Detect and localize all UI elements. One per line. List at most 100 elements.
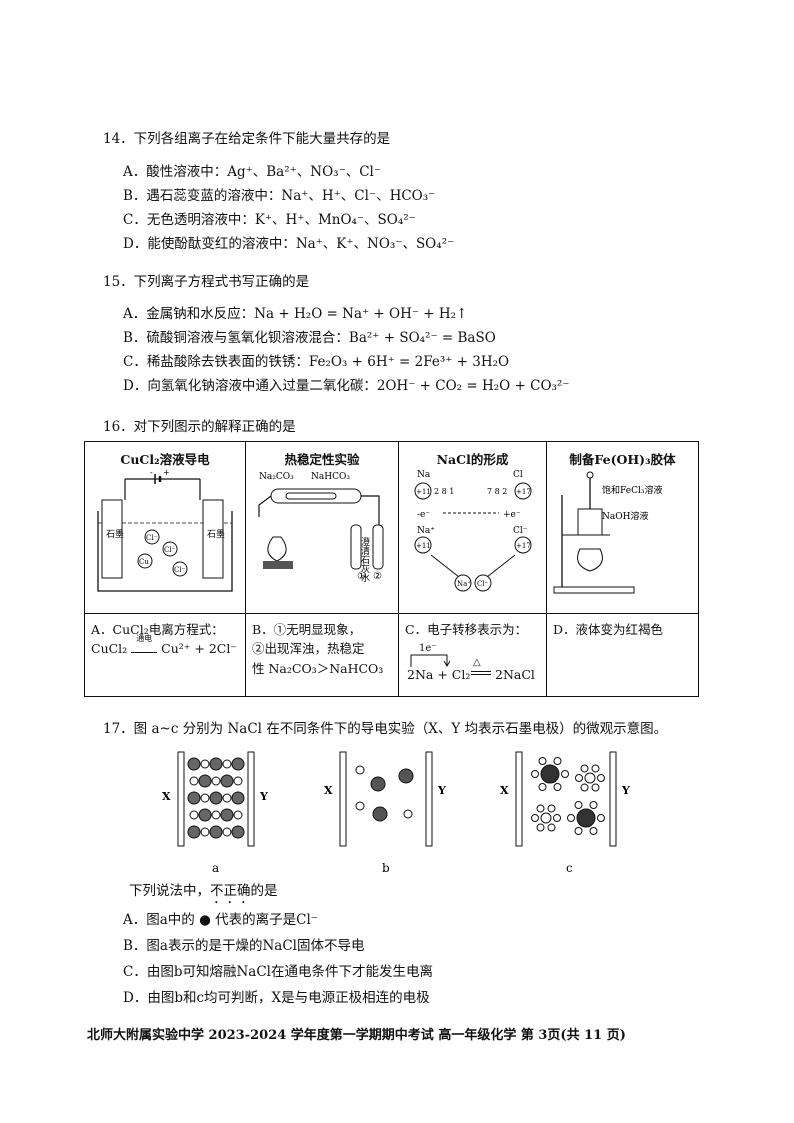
caption-a-rhs: Cu²⁺ + 2Cl⁻ bbox=[161, 641, 237, 657]
na-ion bbox=[189, 776, 199, 786]
cell-d-caption: D．液体变为红褐色 bbox=[546, 613, 699, 697]
caption-b-line3: 性 Na₂CO₃＞NaHCO₃ bbox=[252, 660, 384, 676]
fig-c-label: c bbox=[566, 861, 573, 875]
caption-a-line1: A．CuCl₂电离方程式： bbox=[91, 622, 224, 637]
header-b: 热稳定性实验 bbox=[284, 452, 360, 467]
cl-ion bbox=[187, 791, 201, 805]
hydrated-ion bbox=[576, 808, 596, 828]
caption-b-line2: ②出现浑浊，热稳定 bbox=[252, 641, 365, 657]
water-molecule bbox=[536, 823, 545, 832]
graphite-right-label: 石墨 bbox=[207, 529, 225, 540]
svg-text:2 8 1: 2 8 1 bbox=[434, 487, 454, 496]
svg-text:Na⁺: Na⁺ bbox=[457, 580, 471, 588]
cl-ion bbox=[187, 757, 201, 771]
cell-a-caption: A．CuCl₂电离方程式： CuCl₂ 通电 Cu²⁺ + 2Cl⁻ bbox=[84, 613, 246, 697]
fig-a-y-label: Y bbox=[259, 790, 268, 803]
cl-ion bbox=[198, 808, 212, 822]
na-ion bbox=[200, 793, 210, 803]
cell-a-figure: CuCl₂溶液导电 -+ 石墨 石墨 Cl⁻ Cl⁻ Cu Cl⁻ bbox=[84, 441, 246, 614]
q17-figures: X Y a X Y b X Y c bbox=[162, 751, 630, 875]
hydrated-ion bbox=[540, 764, 560, 784]
water-molecule bbox=[574, 801, 583, 810]
cell-c-caption: C．电子转移表示为： 1e⁻ 2Na + Cl₂ △ 2NaCl bbox=[398, 613, 547, 697]
caption-c-lhs: 2Na + Cl₂ bbox=[407, 667, 471, 683]
q15-option-b: B．硫酸铜溶液与氢氧化钡溶液混合：Ba²⁺ + SO₄²⁻ = BaSO bbox=[123, 330, 496, 346]
q15-option-c: C．稀盐酸除去铁表面的铁锈：Fe₂O₃ + 6H⁺ = 2Fe³⁺ + 3H₂O bbox=[123, 354, 510, 370]
header-a: CuCl₂溶液导电 bbox=[120, 452, 210, 467]
q14-option-d: D．能使酚酞变红的溶液中：Na⁺、K⁺、NO₃⁻、SO₄²⁻ bbox=[123, 236, 455, 252]
cl-atom-label: Cl bbox=[513, 470, 523, 480]
fig-b-y-label: Y bbox=[437, 784, 446, 797]
water-molecule bbox=[536, 804, 545, 813]
na-ion bbox=[222, 759, 232, 769]
cl-ion-label: Cl⁻ bbox=[513, 526, 528, 536]
water-molecule bbox=[531, 814, 539, 822]
water-molecule bbox=[597, 814, 605, 822]
caption-c-rhs: 2NaCl bbox=[495, 667, 535, 683]
water-molecule bbox=[597, 774, 605, 782]
caption-c-line1: C．电子转移表示为： bbox=[405, 622, 528, 637]
na-ion-label: Na⁺ bbox=[417, 526, 435, 536]
q17-stem: 17．图 a~c 分别为 NaCl 在不同条件下的导电实验（X、Y 均表示石墨电… bbox=[103, 721, 668, 737]
na-ion bbox=[222, 827, 232, 837]
water-molecule bbox=[589, 826, 598, 835]
figure-c: X Y c bbox=[500, 751, 630, 875]
figure-a: X Y a bbox=[162, 751, 268, 875]
na-ion bbox=[211, 776, 221, 786]
svg-text:Cl⁻: Cl⁻ bbox=[477, 580, 489, 588]
fig-b-x-label: X bbox=[324, 784, 333, 797]
water-molecule bbox=[567, 814, 575, 822]
q17-prompt-pre: 下列说法中， bbox=[129, 883, 210, 899]
water-molecule bbox=[547, 823, 556, 832]
fig-b-label: b bbox=[382, 861, 390, 875]
q17-option-d: D．由图b和c均可判断，X是与电源正极相连的电极 bbox=[123, 990, 430, 1006]
gain-e-label: +e⁻ bbox=[503, 510, 521, 520]
caption-a-lhs: CuCl₂ bbox=[91, 641, 128, 657]
tube2-label: ② bbox=[373, 571, 382, 582]
caption-c-electron: 1e⁻ bbox=[419, 643, 437, 655]
q17-prompt-dot: 不正确 bbox=[210, 883, 251, 899]
svg-text:+11: +11 bbox=[416, 542, 431, 550]
na2co3-label: Na₂CO₃ bbox=[259, 472, 294, 482]
water-molecule bbox=[547, 804, 556, 813]
q17-option-c: C．由图b可知熔融NaCl在通电条件下才能发生电离 bbox=[123, 964, 433, 980]
cell-b-caption: B．①无明显现象， ②出现浑浊，热稳定 性 Na₂CO₃＞NaHCO₃ bbox=[245, 613, 399, 697]
fecl3-label: 饱和FeCl₃溶液 bbox=[602, 484, 662, 496]
header-d: 制备Fe(OH)₃胶体 bbox=[569, 452, 676, 467]
water-molecule bbox=[589, 801, 598, 810]
nacl-formation-diagram: Na Cl +11 2 8 1 7 8 2 +17 -e⁻ +e⁻ Na⁺ Cl… bbox=[414, 470, 531, 592]
fig-c-y-label: Y bbox=[621, 784, 630, 797]
thermal-stability-diagram: Na₂CO₃ NaHCO₃ ① ② 澄清石灰水 bbox=[258, 472, 384, 582]
naoh-label: NaOH溶液 bbox=[602, 510, 648, 522]
water-molecule bbox=[575, 774, 583, 782]
water-molecule bbox=[538, 757, 547, 766]
caption-a-condition: 通电 bbox=[136, 634, 153, 644]
cl-ion bbox=[209, 825, 223, 839]
svg-text:Cl⁻: Cl⁻ bbox=[164, 546, 176, 554]
water-molecule bbox=[553, 814, 561, 822]
cl-ion bbox=[231, 825, 245, 839]
hydrated-ion bbox=[540, 812, 552, 824]
q15-option-d: D．向氢氧化钠溶液中通入过量二氧化碳：2OH⁻ + CO₂ = H₂O + CO… bbox=[123, 378, 570, 394]
na-atom-label: Na bbox=[417, 470, 431, 480]
graphite-left-label: 石墨 bbox=[106, 529, 124, 540]
water-molecule bbox=[574, 826, 583, 835]
cl-ion bbox=[231, 791, 245, 805]
svg-text:+17: +17 bbox=[516, 488, 531, 496]
page-footer: 北师大附属实验中学 2023-2024 学年度第一学期期中考试 高一年级化学 第… bbox=[87, 1028, 626, 1043]
water-molecule bbox=[553, 782, 562, 791]
fig-a-x-label: X bbox=[162, 790, 171, 803]
q14-option-a: A．酸性溶液中：Ag⁺、Ba²⁺、NO₃⁻、Cl⁻ bbox=[123, 164, 381, 180]
cl-ion bbox=[220, 808, 234, 822]
q16-table: CuCl₂溶液导电 -+ 石墨 石墨 Cl⁻ Cl⁻ Cu Cl⁻ bbox=[84, 441, 699, 697]
svg-text:+17: +17 bbox=[516, 542, 531, 550]
caption-b-line1: B．①无明显现象， bbox=[252, 622, 362, 637]
colloid-preparation-diagram: 饱和FeCl₃溶液 NaOH溶液 bbox=[553, 471, 662, 594]
nahco3-label: NaHCO₃ bbox=[311, 472, 350, 482]
q14-option-b: B．遇石蕊变蓝的溶液中：Na⁺、H⁺、Cl⁻、HCO₃⁻ bbox=[123, 188, 436, 204]
cl-ion bbox=[209, 791, 223, 805]
caption-d-line1: D．液体变为红褐色 bbox=[553, 622, 664, 637]
na-ion bbox=[200, 827, 210, 837]
cucl2-electrolysis-diagram: -+ 石墨 石墨 Cl⁻ Cl⁻ Cu Cl⁻ bbox=[97, 468, 233, 592]
q17-option-a: A．图a中的 ● 代表的离子是Cl⁻ bbox=[123, 912, 318, 928]
